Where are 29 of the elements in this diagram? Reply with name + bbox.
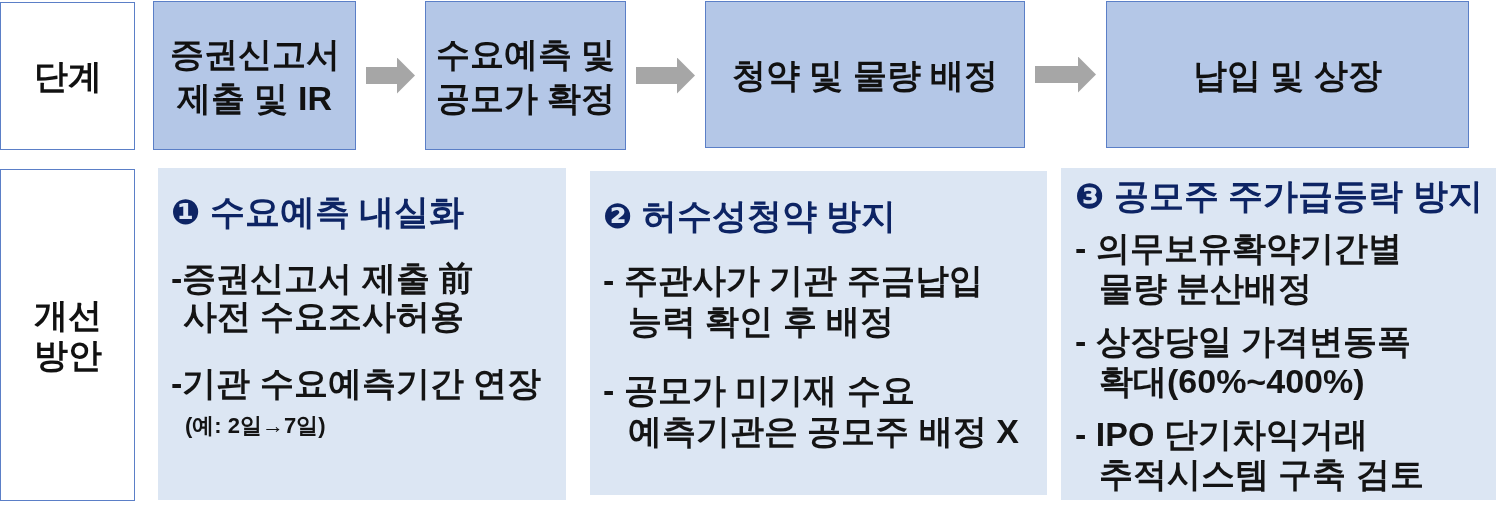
block-arrow xyxy=(636,57,695,94)
stage-box xyxy=(705,1,1025,148)
stage-label: 납입 및 상장 xyxy=(1192,54,1383,96)
improvement-panel xyxy=(590,171,1047,495)
stage-label: 증권신고서 제출 및 IR xyxy=(168,33,341,119)
improvement-panel xyxy=(158,168,566,500)
bullet-text: - 주관사가 기관 주금납입 능력 확인 후 배정 xyxy=(603,260,984,342)
stage-label: 청약 및 물량 배정 xyxy=(730,54,1000,96)
row-header-label: 개선 방안 xyxy=(32,295,103,375)
panel-heading: ❸ 공모주 주가급등락 방지 xyxy=(1075,176,1483,216)
stage-box xyxy=(1106,1,1469,148)
note-text: (예: 2일→7일) xyxy=(184,413,326,439)
improvement-panel xyxy=(1061,168,1496,500)
stage-box xyxy=(425,1,626,150)
stage-label: 수요예측 및 공모가 확정 xyxy=(434,33,617,119)
block-arrow xyxy=(366,57,415,94)
row-header-box xyxy=(0,2,135,150)
row-header-box xyxy=(0,169,135,501)
panel-heading: ❶ 수요예측 내실화 xyxy=(171,193,465,231)
panel-heading: ❷ 허수성청약 방지 xyxy=(603,196,897,237)
bullet-text: -기관 수요예측기간 연장 xyxy=(171,364,542,402)
block-arrow xyxy=(1035,56,1096,93)
bullet-text: -증권신고서 제출 前 사전 수요조사허용 xyxy=(171,259,475,335)
bullet-text: - 상장당일 가격변동폭 확대(60%~400%) xyxy=(1075,321,1413,401)
bullet-text: - 의무보유확약기간별 물량 분산배정 xyxy=(1075,228,1403,308)
row-header-label: 단계 xyxy=(32,56,103,96)
bullet-text: - IPO 단기차익거래 추적시스템 구축 검토 xyxy=(1075,414,1425,494)
bullet-text: - 공모가 미기재 수요 예측기관은 공모주 배정 X xyxy=(603,370,1021,452)
stage-box xyxy=(153,1,356,150)
